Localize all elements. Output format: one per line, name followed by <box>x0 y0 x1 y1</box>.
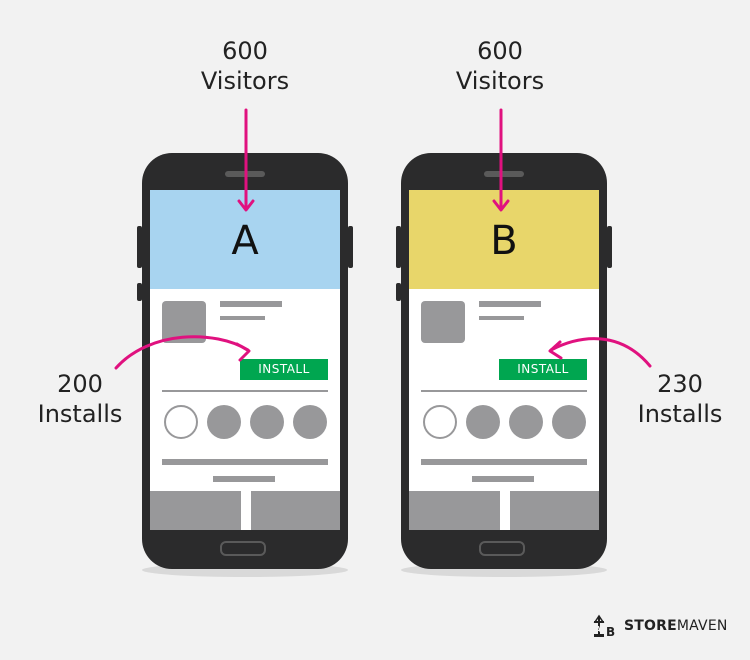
variant-letter-a: A <box>231 217 259 264</box>
app-screen-a: A INSTALL <box>150 190 340 530</box>
visitors-text-b: Visitors <box>455 67 545 95</box>
visitors-label-b: 600 Visitors <box>450 36 550 96</box>
subtitle-line <box>220 316 265 320</box>
content-tile-right <box>510 491 599 530</box>
screenshot-circle-3 <box>509 405 543 439</box>
svg-text:A: A <box>595 625 602 634</box>
brand-name: STOREMAVEN <box>624 618 728 634</box>
phone-variant-a: A INSTALL <box>142 153 348 569</box>
phone-speaker <box>484 171 524 177</box>
install-button-b[interactable]: INSTALL <box>499 359 587 380</box>
visitors-arrow-a <box>237 108 255 212</box>
ab-test-tower-icon: B A <box>593 614 615 639</box>
visitors-text-a: Visitors <box>200 67 290 95</box>
variant-letter-b: B <box>490 217 518 264</box>
installs-label-a: 200 Installs <box>28 369 132 429</box>
svg-text:B: B <box>606 625 615 639</box>
content-tile-right <box>251 491 340 530</box>
description-line <box>162 459 328 465</box>
phone-side-button-a-right <box>348 226 353 268</box>
screenshot-circle-2 <box>207 405 241 439</box>
installs-text-a: Installs <box>37 400 123 428</box>
installs-label-b: 230 Installs <box>628 369 732 429</box>
screenshot-circle-4 <box>552 405 586 439</box>
content-tile-left <box>150 491 241 530</box>
description-short-line <box>472 476 534 482</box>
installs-arrow-b <box>548 337 652 368</box>
installs-arrow-a <box>114 335 251 370</box>
subtitle-line <box>479 316 524 320</box>
title-line <box>220 301 282 307</box>
home-button-a <box>220 541 266 556</box>
installs-count-a: 200 <box>57 370 103 398</box>
phone-variant-b: B INSTALL <box>401 153 607 569</box>
visitors-label-a: 600 Visitors <box>195 36 295 96</box>
divider-line <box>162 390 328 392</box>
storemaven-logo: B A STOREMAVEN <box>592 612 728 640</box>
phone-side-button-b-left-small <box>396 283 401 301</box>
brand-name-bold: STORE <box>624 618 677 634</box>
installs-text-b: Installs <box>637 400 723 428</box>
brand-name-regular: MAVEN <box>676 618 728 634</box>
screenshot-circle-3 <box>250 405 284 439</box>
screenshot-circle-1 <box>164 405 198 439</box>
app-icon-placeholder <box>421 301 465 343</box>
screenshot-circle-1 <box>423 405 457 439</box>
home-button-b <box>479 541 525 556</box>
phone-side-button-a-left <box>137 226 142 268</box>
installs-count-b: 230 <box>657 370 703 398</box>
visitors-count-a: 600 <box>222 37 268 65</box>
hero-banner-a: A <box>150 190 340 289</box>
phone-side-button-a-left-small <box>137 283 142 301</box>
title-line <box>479 301 541 307</box>
screenshot-circle-2 <box>466 405 500 439</box>
install-button-a[interactable]: INSTALL <box>240 359 328 380</box>
description-short-line <box>213 476 275 482</box>
content-tile-left <box>409 491 500 530</box>
phone-side-button-b-right <box>607 226 612 268</box>
phone-side-button-b-left <box>396 226 401 268</box>
visitors-arrow-b <box>492 108 510 212</box>
screenshot-circle-4 <box>293 405 327 439</box>
divider-line <box>421 390 587 392</box>
description-line <box>421 459 587 465</box>
visitors-count-b: 600 <box>477 37 523 65</box>
